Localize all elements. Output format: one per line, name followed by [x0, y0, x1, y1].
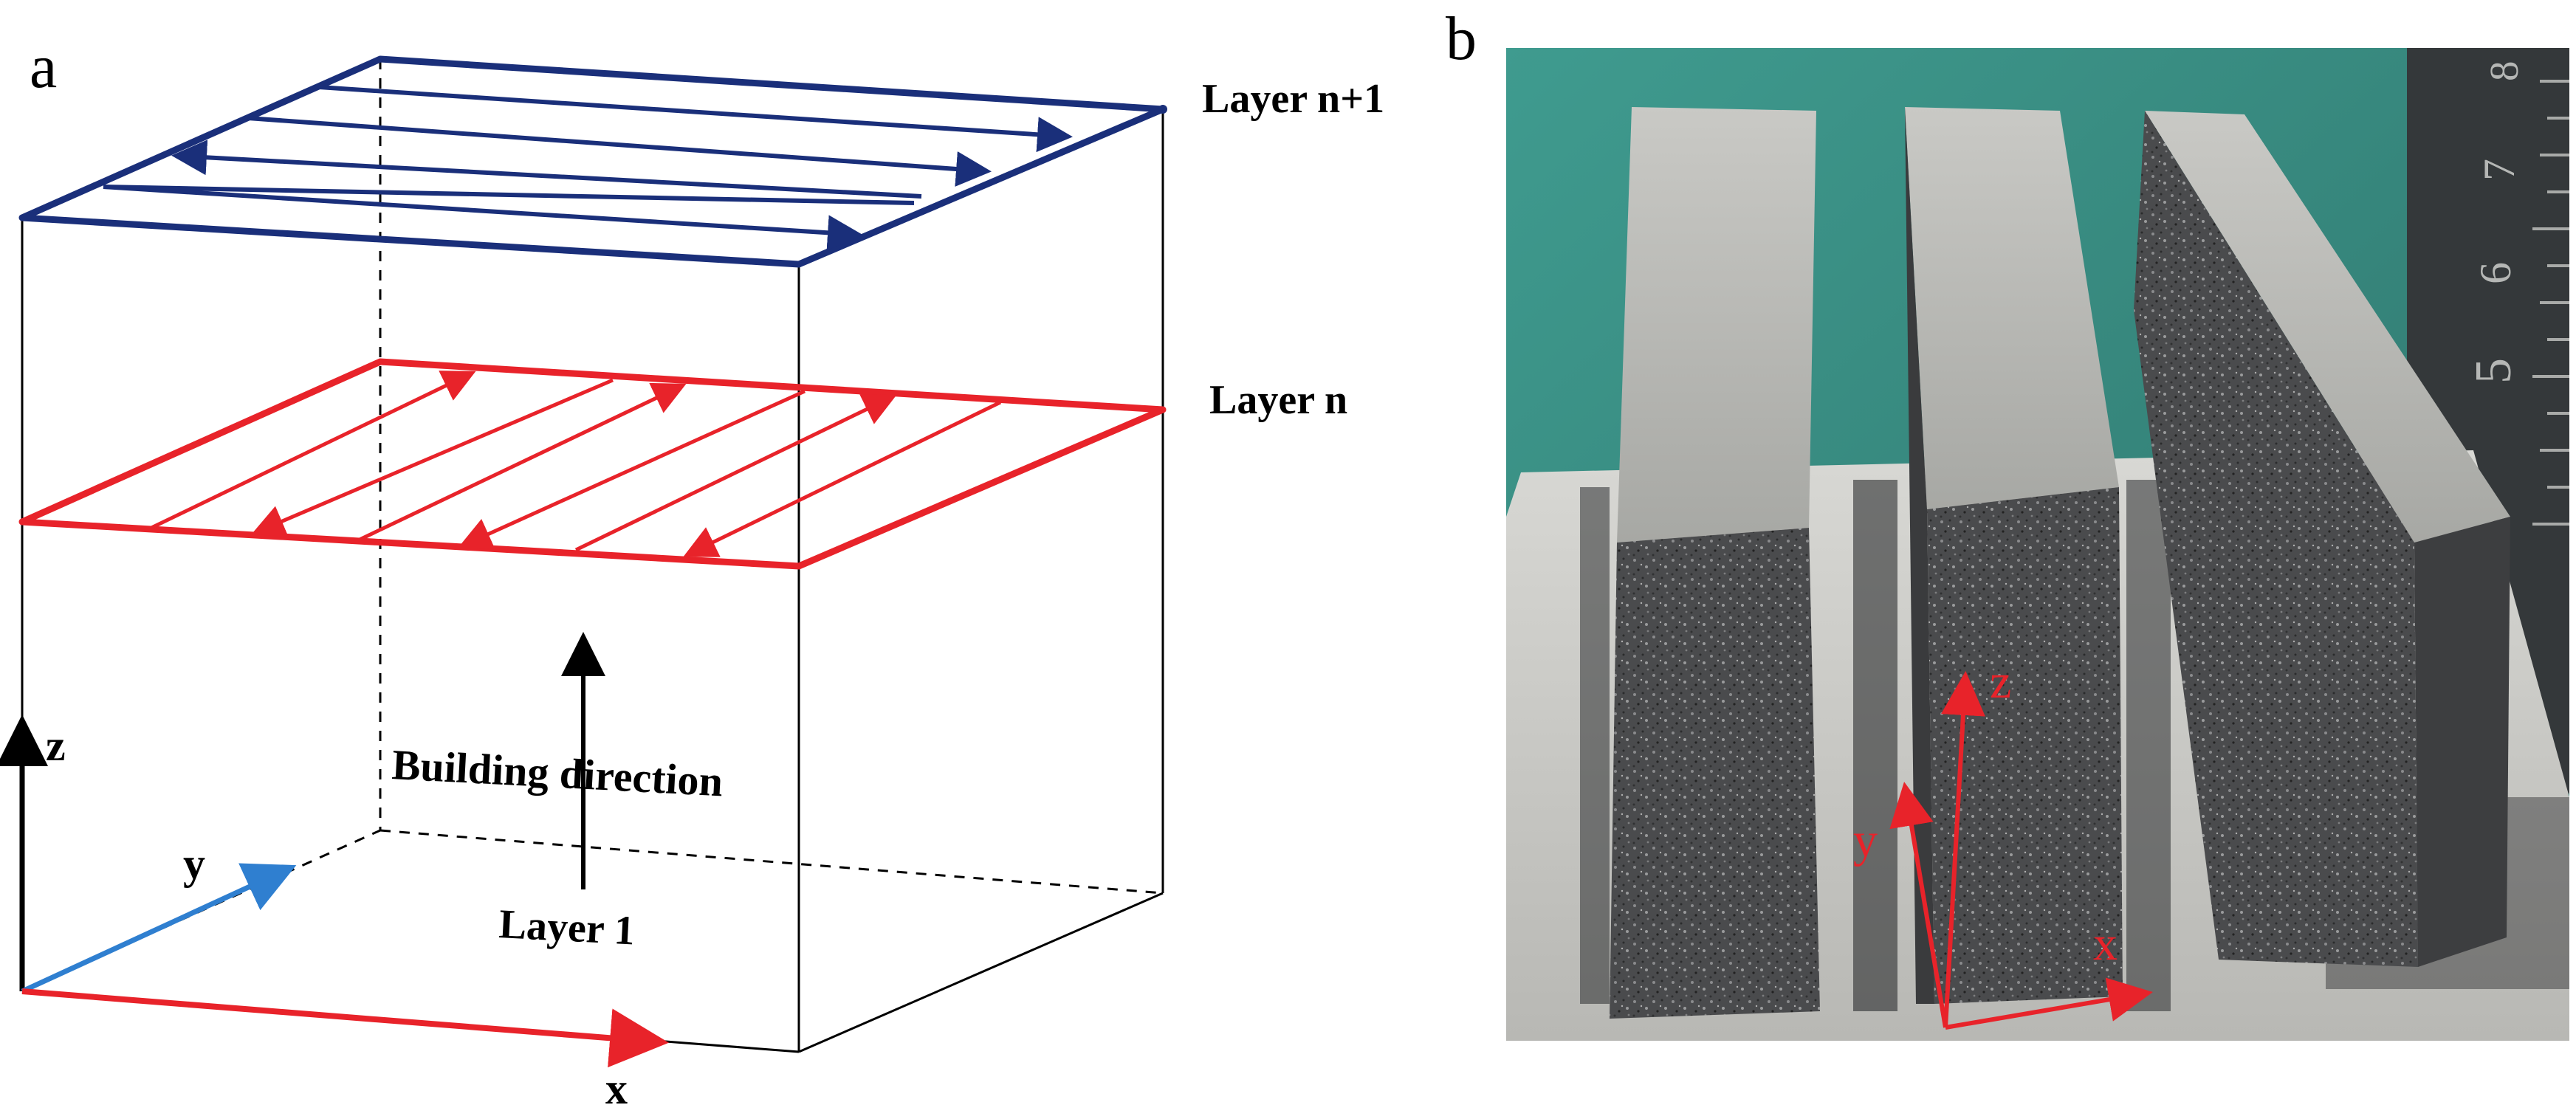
sample-block-3: [2134, 111, 2510, 967]
label-layer-n-plus-1: Layer n+1: [1202, 76, 1384, 122]
ruler-mark-5: 5: [2465, 358, 2522, 384]
ruler-mark-8: 8: [2481, 61, 2527, 82]
ruler-mark-6: 6: [2471, 262, 2520, 284]
layer-n-plus-1-plane: [18, 55, 1167, 268]
axis-triad: [0, 715, 669, 1068]
sample-block-2: [1905, 107, 2123, 1004]
axis-label-x: x: [605, 1064, 628, 1113]
photo-y-axis-arrow: [1889, 782, 1948, 1028]
panel-a: a: [0, 32, 1384, 1113]
photo-axis-triad: z y x: [1853, 655, 2153, 1030]
photo-x-axis-arrow: [1945, 977, 2153, 1030]
label-layer-n: Layer n: [1209, 377, 1347, 423]
photo-axis-label-y: y: [1853, 813, 1878, 867]
label-layer-1: Layer 1: [498, 901, 636, 954]
axis-label-y: y: [183, 839, 205, 888]
x-axis-arrow: [21, 988, 669, 1068]
y-axis-arrow: [21, 863, 297, 994]
label-building-direction: Building direction: [391, 740, 724, 805]
ruler-mark-7: 7: [2475, 159, 2524, 181]
photo-axis-label-x: x: [2093, 917, 2118, 971]
panel-b-letter: b: [1446, 4, 1477, 73]
panel-b: b: [1446, 4, 2569, 1041]
axis-label-z: z: [46, 721, 66, 770]
photo-axis-label-z: z: [1990, 655, 2011, 709]
photograph: 5 6 7 8: [1506, 48, 2569, 1041]
panel-a-letter: a: [30, 32, 57, 101]
layer-n-plane: [18, 358, 1167, 570]
sample-block-1: [1610, 107, 1820, 1019]
photo-z-axis-arrow: [1940, 671, 1985, 1028]
